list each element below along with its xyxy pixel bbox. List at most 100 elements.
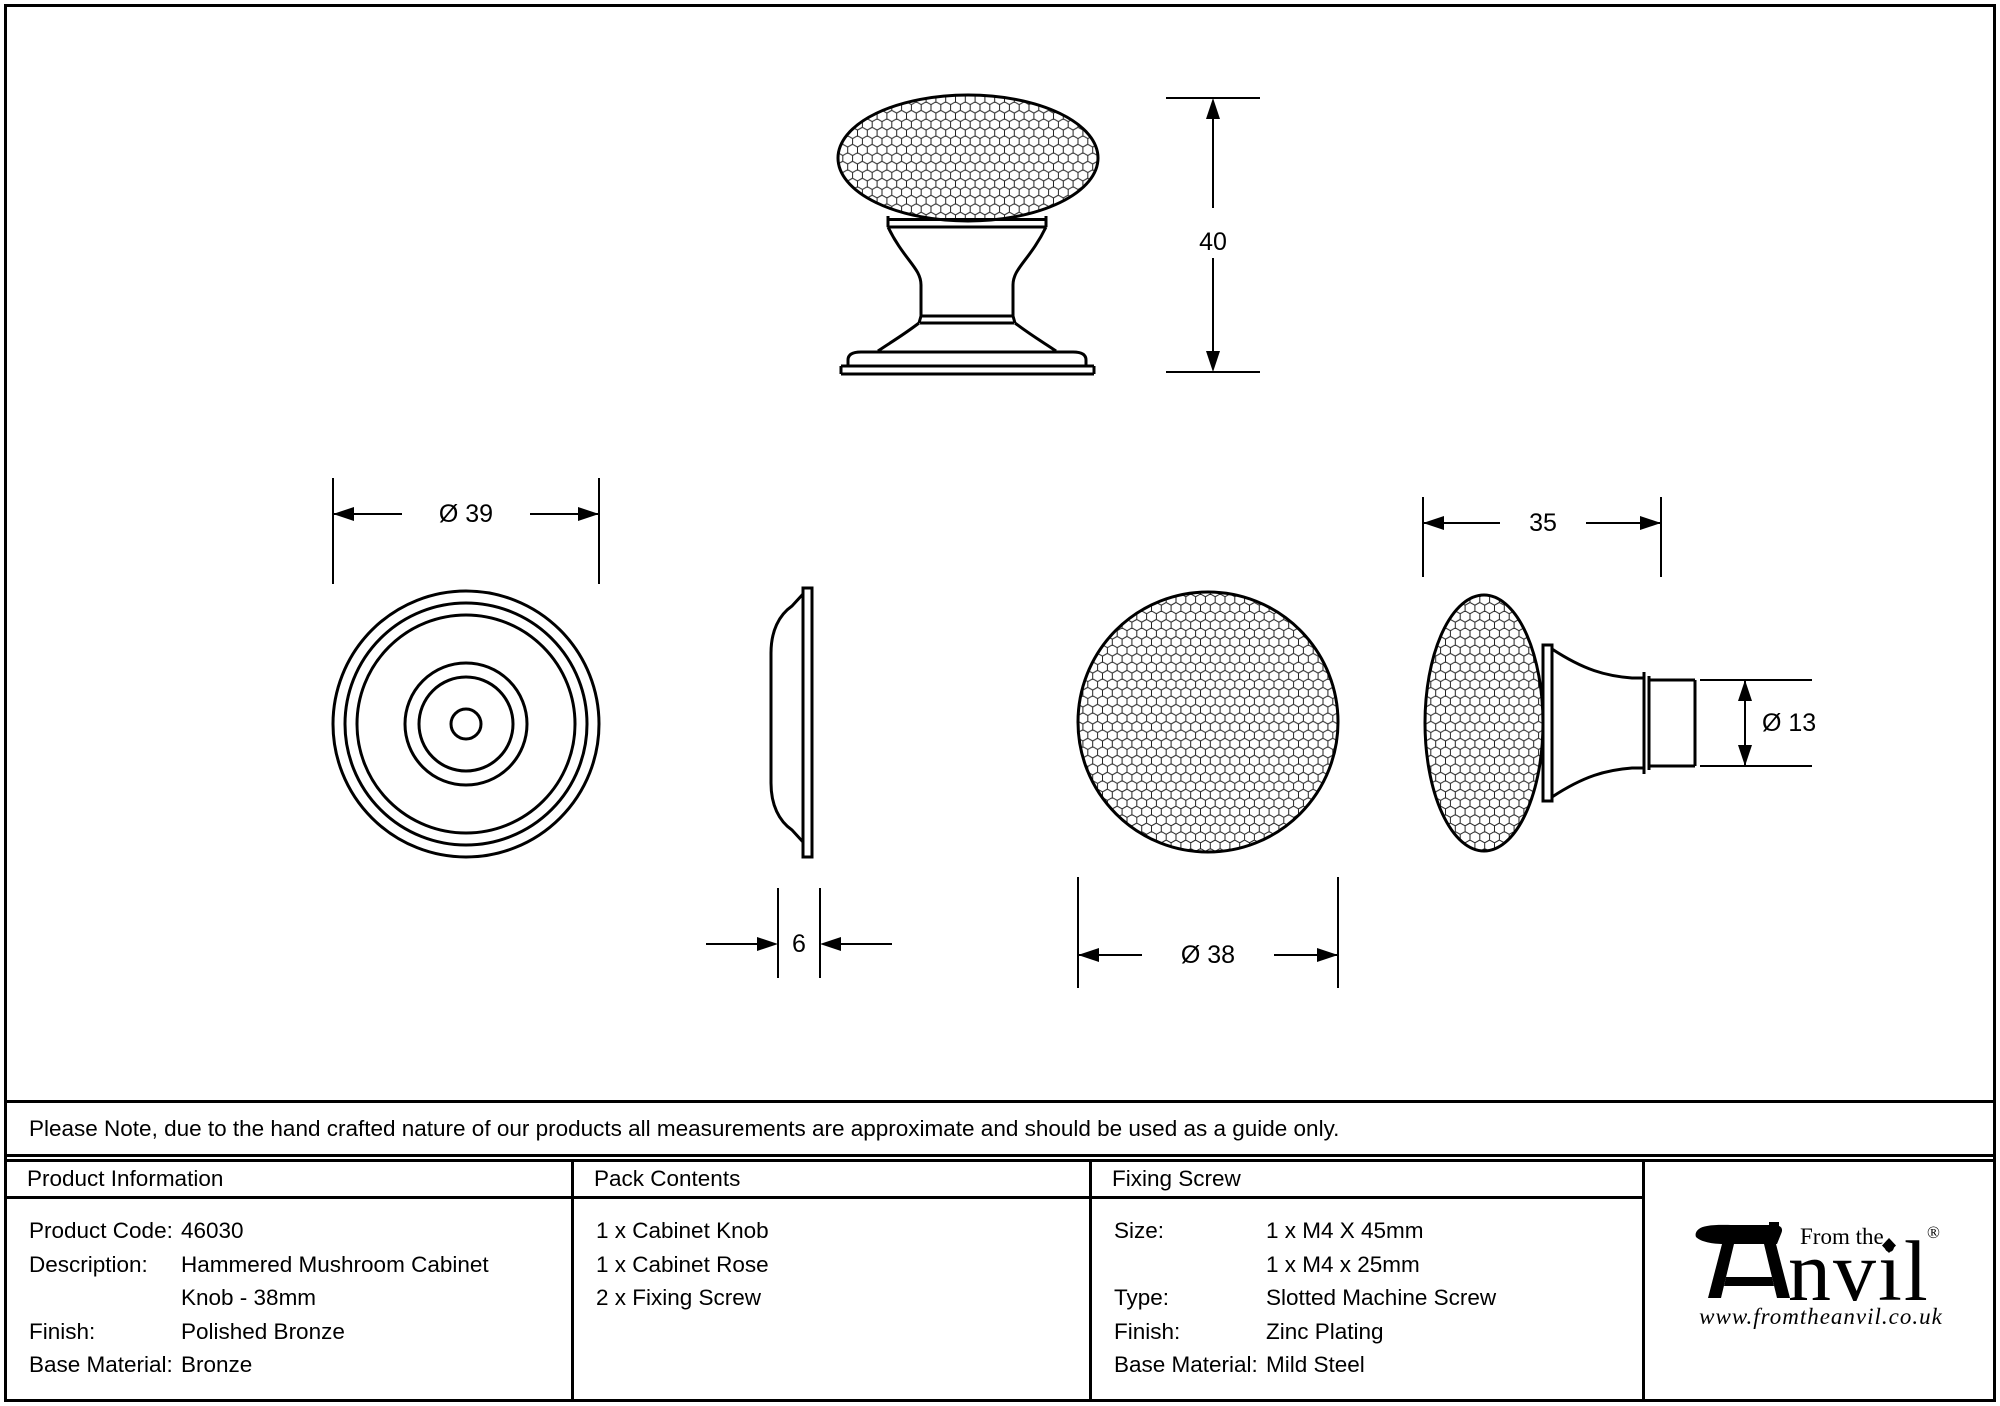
arrow-right-icon (578, 507, 599, 521)
drawing-area: 40 Ø 39 (7, 7, 1993, 1103)
spec-sheet: 40 Ø 39 (4, 4, 1996, 1402)
row-value: 46030 (181, 1218, 244, 1243)
note-text: Please Note, due to the hand crafted nat… (29, 1115, 1340, 1141)
row-value: 1 x M4 x 25mm (1266, 1251, 1420, 1277)
diamond-dot-icon (1882, 1237, 1896, 1253)
dim-stem-diameter: Ø 13 (1700, 679, 1816, 767)
dim-rose-diameter: Ø 39 (332, 478, 600, 584)
table-row: Finish: Zinc Plating (1114, 1315, 1632, 1349)
logo-cell: From the nvil ® www.fromtheanvil.co.uk (1645, 1162, 1993, 1399)
row-key: Base Material: (29, 1352, 173, 1377)
row-key: Base Material: (1114, 1352, 1258, 1377)
table-row: 1 x M4 x 25mm (1114, 1248, 1632, 1282)
list-item: 1 x Cabinet Knob (596, 1218, 769, 1243)
row-key: Product Code: (29, 1218, 173, 1243)
arrow-left-icon (333, 507, 354, 521)
dim-rose-ext (332, 478, 600, 584)
dim-projection-label: 35 (1529, 509, 1557, 537)
table-row: Product Code: 46030 (29, 1214, 561, 1248)
arrow-down-icon (1738, 745, 1752, 766)
knob-cap-hammered (836, 93, 1100, 223)
dim-height: 40 (1166, 97, 1260, 373)
dim-height-label: 40 (1199, 228, 1227, 256)
arrow-up-icon (1206, 98, 1220, 119)
rose-ring-3 (355, 613, 577, 835)
table-row: Knob - 38mm (29, 1281, 561, 1315)
row-key: Type: (1114, 1285, 1170, 1310)
rose-outer-ring (331, 589, 601, 859)
logo-brand-suffix: nvil (1788, 1223, 1930, 1319)
dim-stem-diameter-label: Ø 13 (1762, 709, 1816, 737)
logo-tagline: From the (1800, 1224, 1884, 1249)
arrow-right-icon (757, 937, 778, 951)
rose-back-profile (769, 592, 805, 844)
from-the-anvil-logo: From the nvil ® www.fromtheanvil.co.uk (1695, 1221, 1943, 1329)
row-value: Zinc Plating (1266, 1318, 1384, 1344)
registered-mark: ® (1927, 1223, 1940, 1242)
knob-front-view (1076, 590, 1340, 854)
arrow-left-icon (1078, 948, 1099, 962)
fixing-screw-header: Fixing Screw (1092, 1162, 1642, 1199)
anvil-icon (1695, 1221, 1790, 1298)
arrow-left-icon (820, 937, 841, 951)
arrow-down-icon (1206, 351, 1220, 372)
row-value: Hammered Mushroom Cabinet (181, 1251, 489, 1277)
rose-center-hole (449, 707, 483, 741)
knob-base-plate (839, 364, 1096, 376)
table-row: Base Material: Mild Steel (1114, 1348, 1632, 1382)
dim-projection-ext (1422, 497, 1662, 577)
table-row: Size: 1 x M4 X 45mm (1114, 1214, 1632, 1248)
rose-ring-4 (403, 661, 529, 787)
knob-base-step (846, 350, 1088, 366)
row-key: Size: (1114, 1218, 1165, 1243)
arrow-right-icon (1317, 948, 1338, 962)
knob-stem-neck (1551, 647, 1697, 799)
knob-neck-profile (877, 216, 1057, 353)
table-row: Finish: Polished Bronze (29, 1315, 561, 1349)
dim-knob-diameter: Ø 38 (1077, 877, 1339, 988)
table-row: Base Material:Bronze (29, 1348, 561, 1382)
row-value: Mild Steel (1266, 1352, 1365, 1377)
arrow-left-icon (1423, 516, 1444, 530)
knob-side-view-right (1423, 593, 1697, 853)
product-information-body: Product Code: 46030 Description: Hammered … (7, 1199, 571, 1382)
spec-table: Product Information Product Code: 46030 D… (7, 1159, 1993, 1399)
row-value: Polished Bronze (181, 1318, 345, 1344)
dim-projection: 35 (1422, 497, 1662, 577)
row-value: Slotted Machine Screw (1266, 1285, 1497, 1310)
row-value: Knob - 38mm (181, 1285, 317, 1310)
arrow-right-icon (1640, 516, 1661, 530)
rose-side-view (769, 586, 814, 859)
pack-contents-column: Pack Contents 1 x Cabinet Knob 1 x Cabin… (574, 1162, 1092, 1399)
product-information-header: Product Information (7, 1162, 571, 1199)
note-bar: Please Note, due to the hand crafted nat… (7, 1103, 1993, 1157)
product-information-column: Product Information Product Code: 46030 D… (7, 1162, 574, 1399)
arrow-up-icon (1738, 680, 1752, 701)
list-item: 2 x Fixing Screw (596, 1285, 762, 1310)
fixing-screw-column: Fixing Screw Size: 1 x M4 X 45mm 1 x M4 x… (1092, 1162, 1645, 1399)
logo-url: www.fromtheanvil.co.uk (1699, 1304, 1943, 1329)
table-row: Type: Slotted Machine Screw (1114, 1281, 1632, 1315)
row-key: Finish: (29, 1318, 96, 1344)
rose-plate (801, 586, 814, 859)
knob-cap-side-hammered (1423, 593, 1545, 853)
pack-contents-header: Pack Contents (574, 1162, 1089, 1199)
dim-knob-diameter-label: Ø 38 (1181, 941, 1235, 969)
row-key: Description: (29, 1251, 148, 1277)
rose-front-view (331, 589, 601, 859)
rose-ring-2 (343, 601, 589, 847)
dim-rose-depth: 6 (706, 888, 892, 978)
pack-contents-body: 1 x Cabinet Knob 1 x Cabinet Rose 2 x Fi… (574, 1199, 1089, 1315)
row-key: Finish: (1114, 1318, 1181, 1344)
fixing-screw-body: Size: 1 x M4 X 45mm 1 x M4 x 25mm Type: Sl… (1092, 1199, 1642, 1382)
knob-face-hammered (1076, 590, 1340, 854)
rose-ring-5 (417, 675, 515, 773)
row-value: 1 x M4 X 45mm (1266, 1218, 1424, 1243)
dim-stem-ext (1700, 679, 1812, 767)
technical-drawing: 40 Ø 39 (331, 93, 1816, 988)
dim-knob-ext (1077, 877, 1339, 988)
knob-cap-baseplate (1541, 643, 1554, 803)
dim-depth-ext (777, 888, 821, 978)
table-row: Description: Hammered Mushroom Cabinet (29, 1248, 561, 1282)
list-item: 1 x Cabinet Rose (596, 1251, 769, 1277)
